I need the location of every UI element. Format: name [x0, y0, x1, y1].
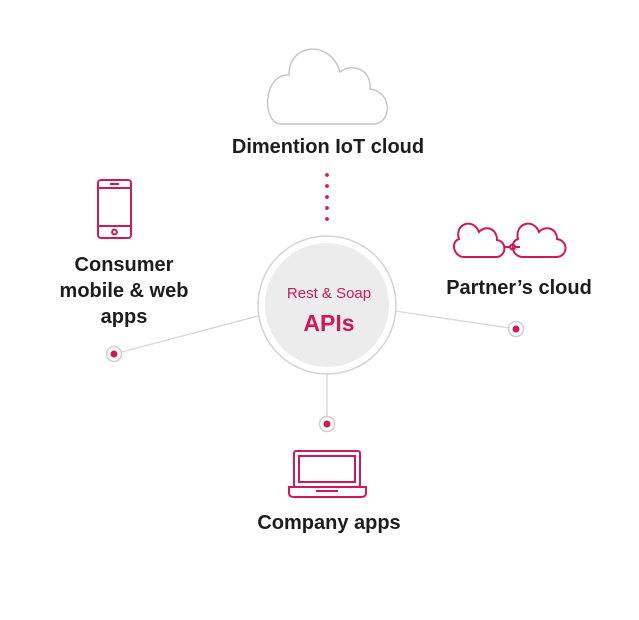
- laptop-icon: [288, 450, 367, 498]
- smartphone-icon: [97, 179, 132, 239]
- cloud-icon: [267, 48, 388, 125]
- consumer-apps-label: Consumer mobile & web apps: [59, 254, 189, 328]
- api-hub-subtitle: Rest & Soap: [286, 285, 372, 302]
- endpoint-dot-right: [507, 320, 525, 338]
- connector-right: [394, 310, 517, 330]
- endpoint-dot-bottom: [318, 415, 336, 433]
- linked-clouds-icon: [452, 222, 567, 258]
- partner-cloud-label: Partner’s cloud: [446, 277, 592, 299]
- company-apps-label: Company apps: [257, 512, 401, 534]
- api-hub: [257, 235, 397, 375]
- connector-left: [113, 314, 263, 355]
- api-hub-title: APIs: [303, 310, 355, 336]
- iot-cloud-label: Dimention IoT cloud: [231, 136, 425, 158]
- endpoint-dot-left: [105, 345, 123, 363]
- dotted-connector-top: [325, 173, 329, 221]
